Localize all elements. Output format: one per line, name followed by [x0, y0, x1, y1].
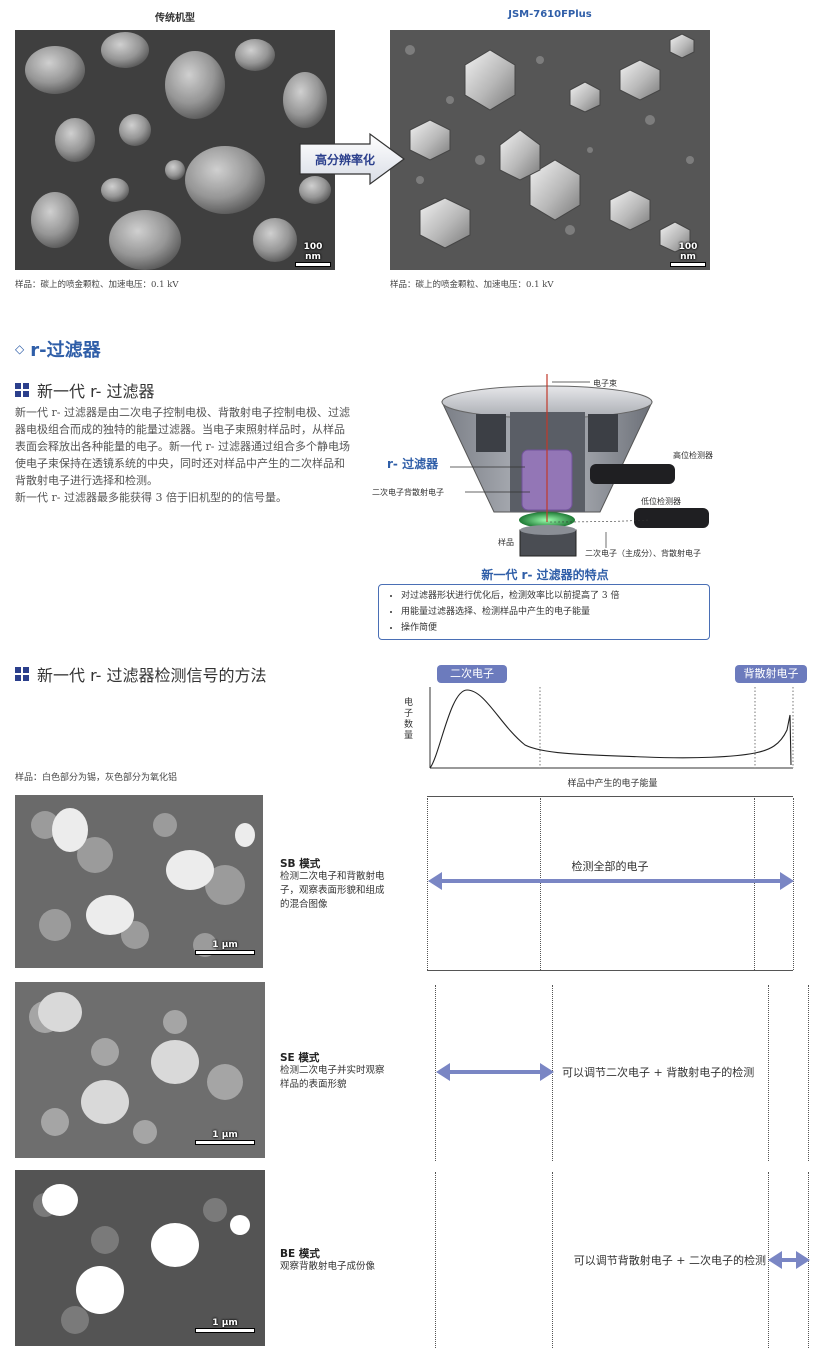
features-title: 新一代 r- 过滤器的特点: [481, 568, 609, 582]
dotted-guide: [435, 985, 436, 1161]
sb-mode-image: 1 μm: [15, 795, 263, 968]
dotted-guide: [552, 1172, 553, 1348]
se-mode-title: SE 模式: [280, 1052, 320, 1064]
scale-bar: 1 μm: [195, 1318, 255, 1333]
new-model-sem-image: 100 nm: [390, 30, 710, 270]
rfilter-diagram: [441, 374, 709, 557]
diamond-icon: ◇: [15, 342, 25, 356]
resolution-arrow: [299, 132, 406, 186]
section-title: r-过滤器: [30, 340, 101, 361]
sb-arrow-label: 检测全部的电子: [571, 860, 649, 873]
be-tag: 背散射电子: [735, 665, 807, 683]
sb-mode-description: 检测二次电子和背散射电子，观察表面形貌和组成的混合图像: [280, 871, 385, 910]
dotted-guide: [427, 798, 428, 970]
se-range-arrow: [436, 1063, 554, 1081]
se-tag: 二次电子: [437, 665, 507, 683]
scale-bar: 100 nm: [295, 242, 331, 267]
right-caption: 样品：碳上的喷金颗粒、加速电压：0.1 kV: [390, 280, 554, 290]
dotted-guide: [552, 985, 553, 1161]
dotted-guide: [435, 1172, 436, 1348]
y-axis-label: 电子数量: [404, 698, 414, 741]
rfilter-label: r- 过滤器: [387, 457, 439, 471]
scale-bar: 100 nm: [670, 242, 706, 267]
lower-detector-label: 低位检测器: [641, 497, 681, 506]
sb-mode-title: SB 模式: [280, 858, 321, 870]
section-heading: ◇ r-过滤器: [15, 336, 101, 362]
bottom-electrons-label: 二次电子（主成分）、背散射电子: [585, 549, 701, 558]
arrow-label: 高分辨率化: [314, 153, 375, 167]
scale-bar: 1 μm: [195, 940, 255, 955]
divider: [427, 970, 793, 971]
dotted-guide: [808, 985, 809, 1161]
se-be-label: 二次电子背散射电子: [372, 488, 444, 497]
subtitle-method: 新一代 r- 过滤器检测信号的方法: [15, 662, 267, 686]
se-mode-description: 检测二次电子并实时观察样品的表面形貌: [280, 1065, 385, 1090]
be-arrow-label: 可以调节背散射电子 + 二次电子的检测: [573, 1254, 766, 1267]
se-arrow-label: 可以调节二次电子 + 背散射电子的检测: [562, 1066, 755, 1079]
dotted-guide: [754, 798, 755, 970]
rfilter-description: 新一代 r- 过滤器是由二次电子控制电极、背散射电子控制电极、过滤器电极组合而成…: [15, 406, 350, 504]
energy-graph: [429, 687, 794, 769]
grid-icon: [15, 383, 29, 397]
features-box: 对过滤器形状进行优化后，检测效率比以前提高了 3 倍 用能量过滤器选择、检测样品…: [378, 584, 710, 640]
dotted-guide: [768, 985, 769, 1161]
divider: [427, 796, 793, 797]
dotted-guide: [793, 798, 794, 970]
left-caption: 样品：碳上的喷金颗粒、加速电压：0.1 kV: [15, 280, 179, 290]
conventional-sem-image: 100 nm: [15, 30, 335, 270]
feature-item: 对过滤器形状进行优化后，检测效率比以前提高了 3 倍: [401, 588, 709, 604]
sample-label: 样品: [498, 538, 514, 547]
sample-note: 样品：白色部分为锡，灰色部分为氧化铝: [15, 773, 178, 783]
sb-range-arrow: [428, 872, 794, 890]
conventional-model-title: 传统机型: [155, 13, 195, 24]
feature-item: 操作简便: [401, 620, 709, 636]
dotted-guide: [540, 798, 541, 970]
be-mode-description: 观察背散射电子成份像: [280, 1261, 376, 1272]
grid-icon: [15, 667, 29, 681]
x-axis-label: 样品中产生的电子能量: [567, 779, 658, 789]
subtitle-rfilter: 新一代 r- 过滤器: [15, 378, 155, 402]
se-mode-image: 1 μm: [15, 982, 265, 1158]
be-mode-image: 1 μm: [15, 1170, 265, 1346]
upper-detector-label: 高位检测器: [673, 451, 713, 460]
new-model-title: JSM-7610FPlus: [508, 9, 592, 20]
scale-bar: 1 μm: [195, 1130, 255, 1145]
be-range-arrow: [768, 1251, 810, 1269]
feature-item: 用能量过滤器选择、检测样品中产生的电子能量: [401, 604, 709, 620]
be-mode-title: BE 模式: [280, 1248, 320, 1260]
electron-beam-label: 电子束: [593, 379, 617, 388]
